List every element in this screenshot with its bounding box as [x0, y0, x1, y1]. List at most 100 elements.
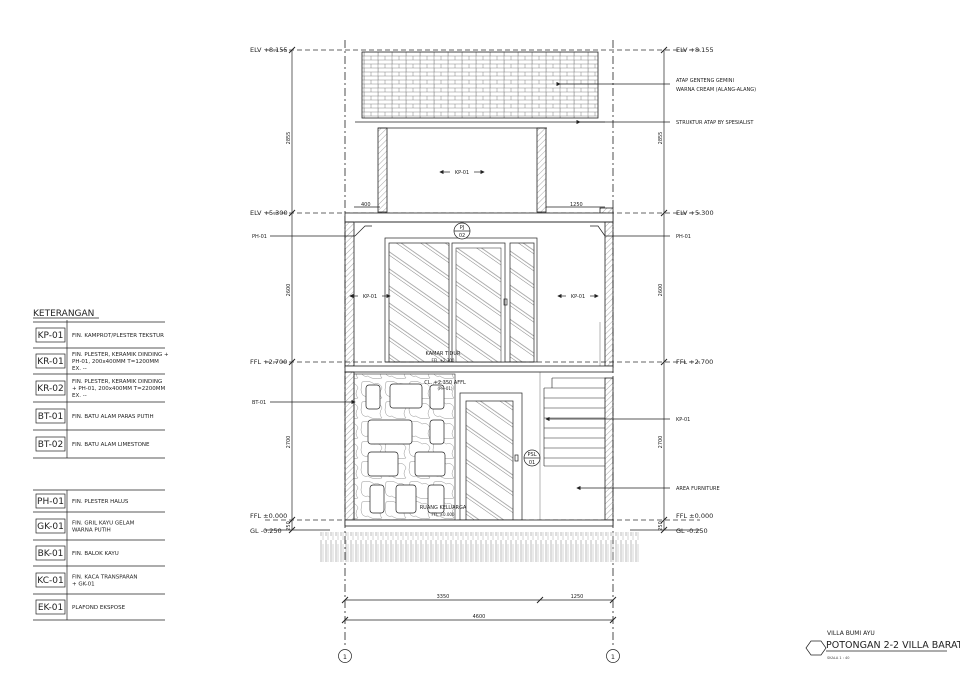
legend-code-box — [35, 353, 66, 369]
grid-axis-label: 1 — [611, 653, 615, 661]
legend-description: FIN. BATU ALAM LIMESTONE — [72, 442, 150, 448]
dimension-label: 4600 — [473, 614, 486, 620]
level-label: GL -0.250 — [676, 527, 708, 535]
legend-code: KR-01 — [37, 357, 64, 367]
annotation-ph01: PH-01 — [676, 234, 691, 240]
legend-code: EK-01 — [38, 603, 63, 613]
legend-description: FIN. PLESTER, KERAMIK DINDING — [72, 379, 162, 385]
level-label: FFL +2.700 — [250, 358, 287, 366]
legend-description: + GK-01 — [72, 582, 95, 588]
stone-wall-bt01 — [353, 373, 456, 521]
dimension-label: 3350 — [437, 594, 450, 600]
dimension-label: 2700 — [286, 436, 292, 449]
drawing-title: POTONGAN 2-2 VILLA BARAT — [826, 640, 960, 651]
legend-code: KR-02 — [37, 384, 64, 394]
room-label: RUANG KELUARGA — [420, 505, 467, 511]
level-lines: ELV +8.155 ELV +8.155 ELV +5.300 ELV +5.… — [250, 46, 714, 535]
staircase — [543, 377, 605, 467]
legend-code: BT-01 — [38, 412, 64, 422]
label-kp01: KP-01 — [571, 294, 585, 300]
floor-slab — [344, 365, 614, 373]
legend-code-box — [35, 436, 66, 452]
legend-code-box — [35, 572, 66, 588]
dimension-label: 2700 — [658, 436, 664, 449]
legend-code: BT-02 — [38, 440, 64, 450]
upper-wall-left — [377, 127, 388, 213]
legend-description: EX. -- — [72, 393, 87, 399]
annotation-area-furniture: AREA FURNITURE — [676, 486, 720, 492]
legend-description: EX. -- — [72, 366, 87, 372]
legend-code: KP-01 — [38, 331, 64, 341]
door-psl01 — [459, 392, 523, 521]
level-label: ELV +5.300 — [676, 209, 714, 217]
dimension-label: 2600 — [286, 284, 292, 297]
dimension-label: 2855 — [286, 132, 292, 145]
tag-psl: PSL — [528, 452, 537, 458]
title-block: VILLA BUMI AYU POTONGAN 2-2 VILLA BARAT … — [805, 630, 960, 660]
vertical-dimensions: 2855 2600 2700 250 2855 2600 2700 250 — [286, 46, 668, 534]
wall-right-upper — [604, 221, 614, 367]
legend-description: FIN. PLESTER HALUS — [72, 499, 129, 505]
level-label: ELV +8.155 — [250, 46, 288, 54]
room-label: KAMAR TIDUR — [426, 351, 461, 357]
tag-psl: 01 — [529, 460, 535, 466]
ceiling-label: CL. +2.350 AFFL — [424, 380, 466, 386]
dimension-label: 2855 — [658, 132, 664, 145]
dimension-label: 250 — [658, 521, 664, 531]
legend-description: FIN. BALOK KAYU — [72, 551, 119, 557]
legend-description: PH-01, 200x400MM T=1200MM — [72, 359, 159, 365]
annotations: ATAP GENTENG GEMINI WARNA CREAM (ALANG-A… — [252, 78, 756, 517]
legend-code-box — [35, 327, 66, 343]
annotation-ph01: PH-01 — [252, 234, 267, 240]
legend-description: PLAFOND EKSPOSE — [72, 605, 126, 611]
upper-window — [384, 237, 538, 363]
annotation-roof-structure: STRUKTUR ATAP BY SPESIALIST — [676, 120, 754, 126]
level-label: GL -0.250 — [250, 527, 282, 535]
dimension-label: 1250 — [571, 594, 584, 600]
legend-code-box — [35, 493, 66, 509]
legend-code-box — [35, 408, 66, 424]
roof-slab — [344, 212, 614, 223]
dimension-label: 2600 — [658, 284, 664, 297]
project-name: VILLA BUMI AYU — [827, 630, 875, 637]
upper-wall-right — [536, 127, 547, 213]
annotation-roof: ATAP GENTENG GEMINI — [676, 78, 734, 84]
legend-code-box — [35, 380, 66, 396]
legend-description: WARNA PUTIH — [72, 528, 111, 534]
legend-description: FIN. KAMPROT/PLESTER TEKSTUR — [72, 333, 164, 339]
roof — [355, 51, 605, 129]
dimension-label: 250 — [286, 521, 292, 531]
annotation-bt01: BT-01 — [252, 400, 266, 406]
legend-code: KC-01 — [37, 576, 63, 586]
drawing-scale: SKALA 1 : 40 — [827, 656, 849, 660]
legend-description: FIN. PLESTER, KERAMIK DINDING + — [72, 352, 169, 358]
legend-code-box — [35, 545, 66, 561]
level-label: ELV +8.155 — [676, 46, 714, 54]
wall-left-upper — [344, 221, 355, 367]
room-level: FFL +2.700 — [432, 358, 455, 363]
legend-code: BK-01 — [38, 549, 64, 559]
tag-pj: 02 — [459, 233, 465, 239]
wall-left-lower — [344, 371, 355, 521]
legend-code: GK-01 — [37, 522, 64, 532]
level-label: FFL ±0.000 — [250, 512, 287, 520]
annotation-kp01: KP-01 — [676, 417, 690, 423]
level-label: FFL +2.700 — [676, 358, 713, 366]
grid-axis-label: 1 — [343, 653, 347, 661]
legend: KETERANGAN KP-01 FIN. KAMPROT/PLESTER TEK… — [33, 309, 169, 621]
ceiling-label: (PH-01) — [437, 386, 453, 391]
wall-right-lower — [604, 377, 614, 521]
label-kp01: KP-01 — [363, 294, 377, 300]
ground-slab — [344, 519, 614, 527]
legend-title: KETERANGAN — [33, 309, 94, 319]
legend-description: FIN. KACA TRANSPARAN — [72, 575, 137, 581]
annotation-roof: WARNA CREAM (ALANG-ALANG) — [676, 87, 756, 93]
legend-code-box — [35, 518, 66, 534]
dimension-label: 400 — [361, 202, 371, 208]
legend-description: + PH-01, 200x400MM T=2200MM — [72, 386, 165, 392]
ground-hatch — [320, 532, 640, 562]
tag-pj: PJ — [460, 225, 465, 231]
legend-code: PH-01 — [37, 497, 64, 507]
level-label: FFL ±0.000 — [676, 512, 713, 520]
